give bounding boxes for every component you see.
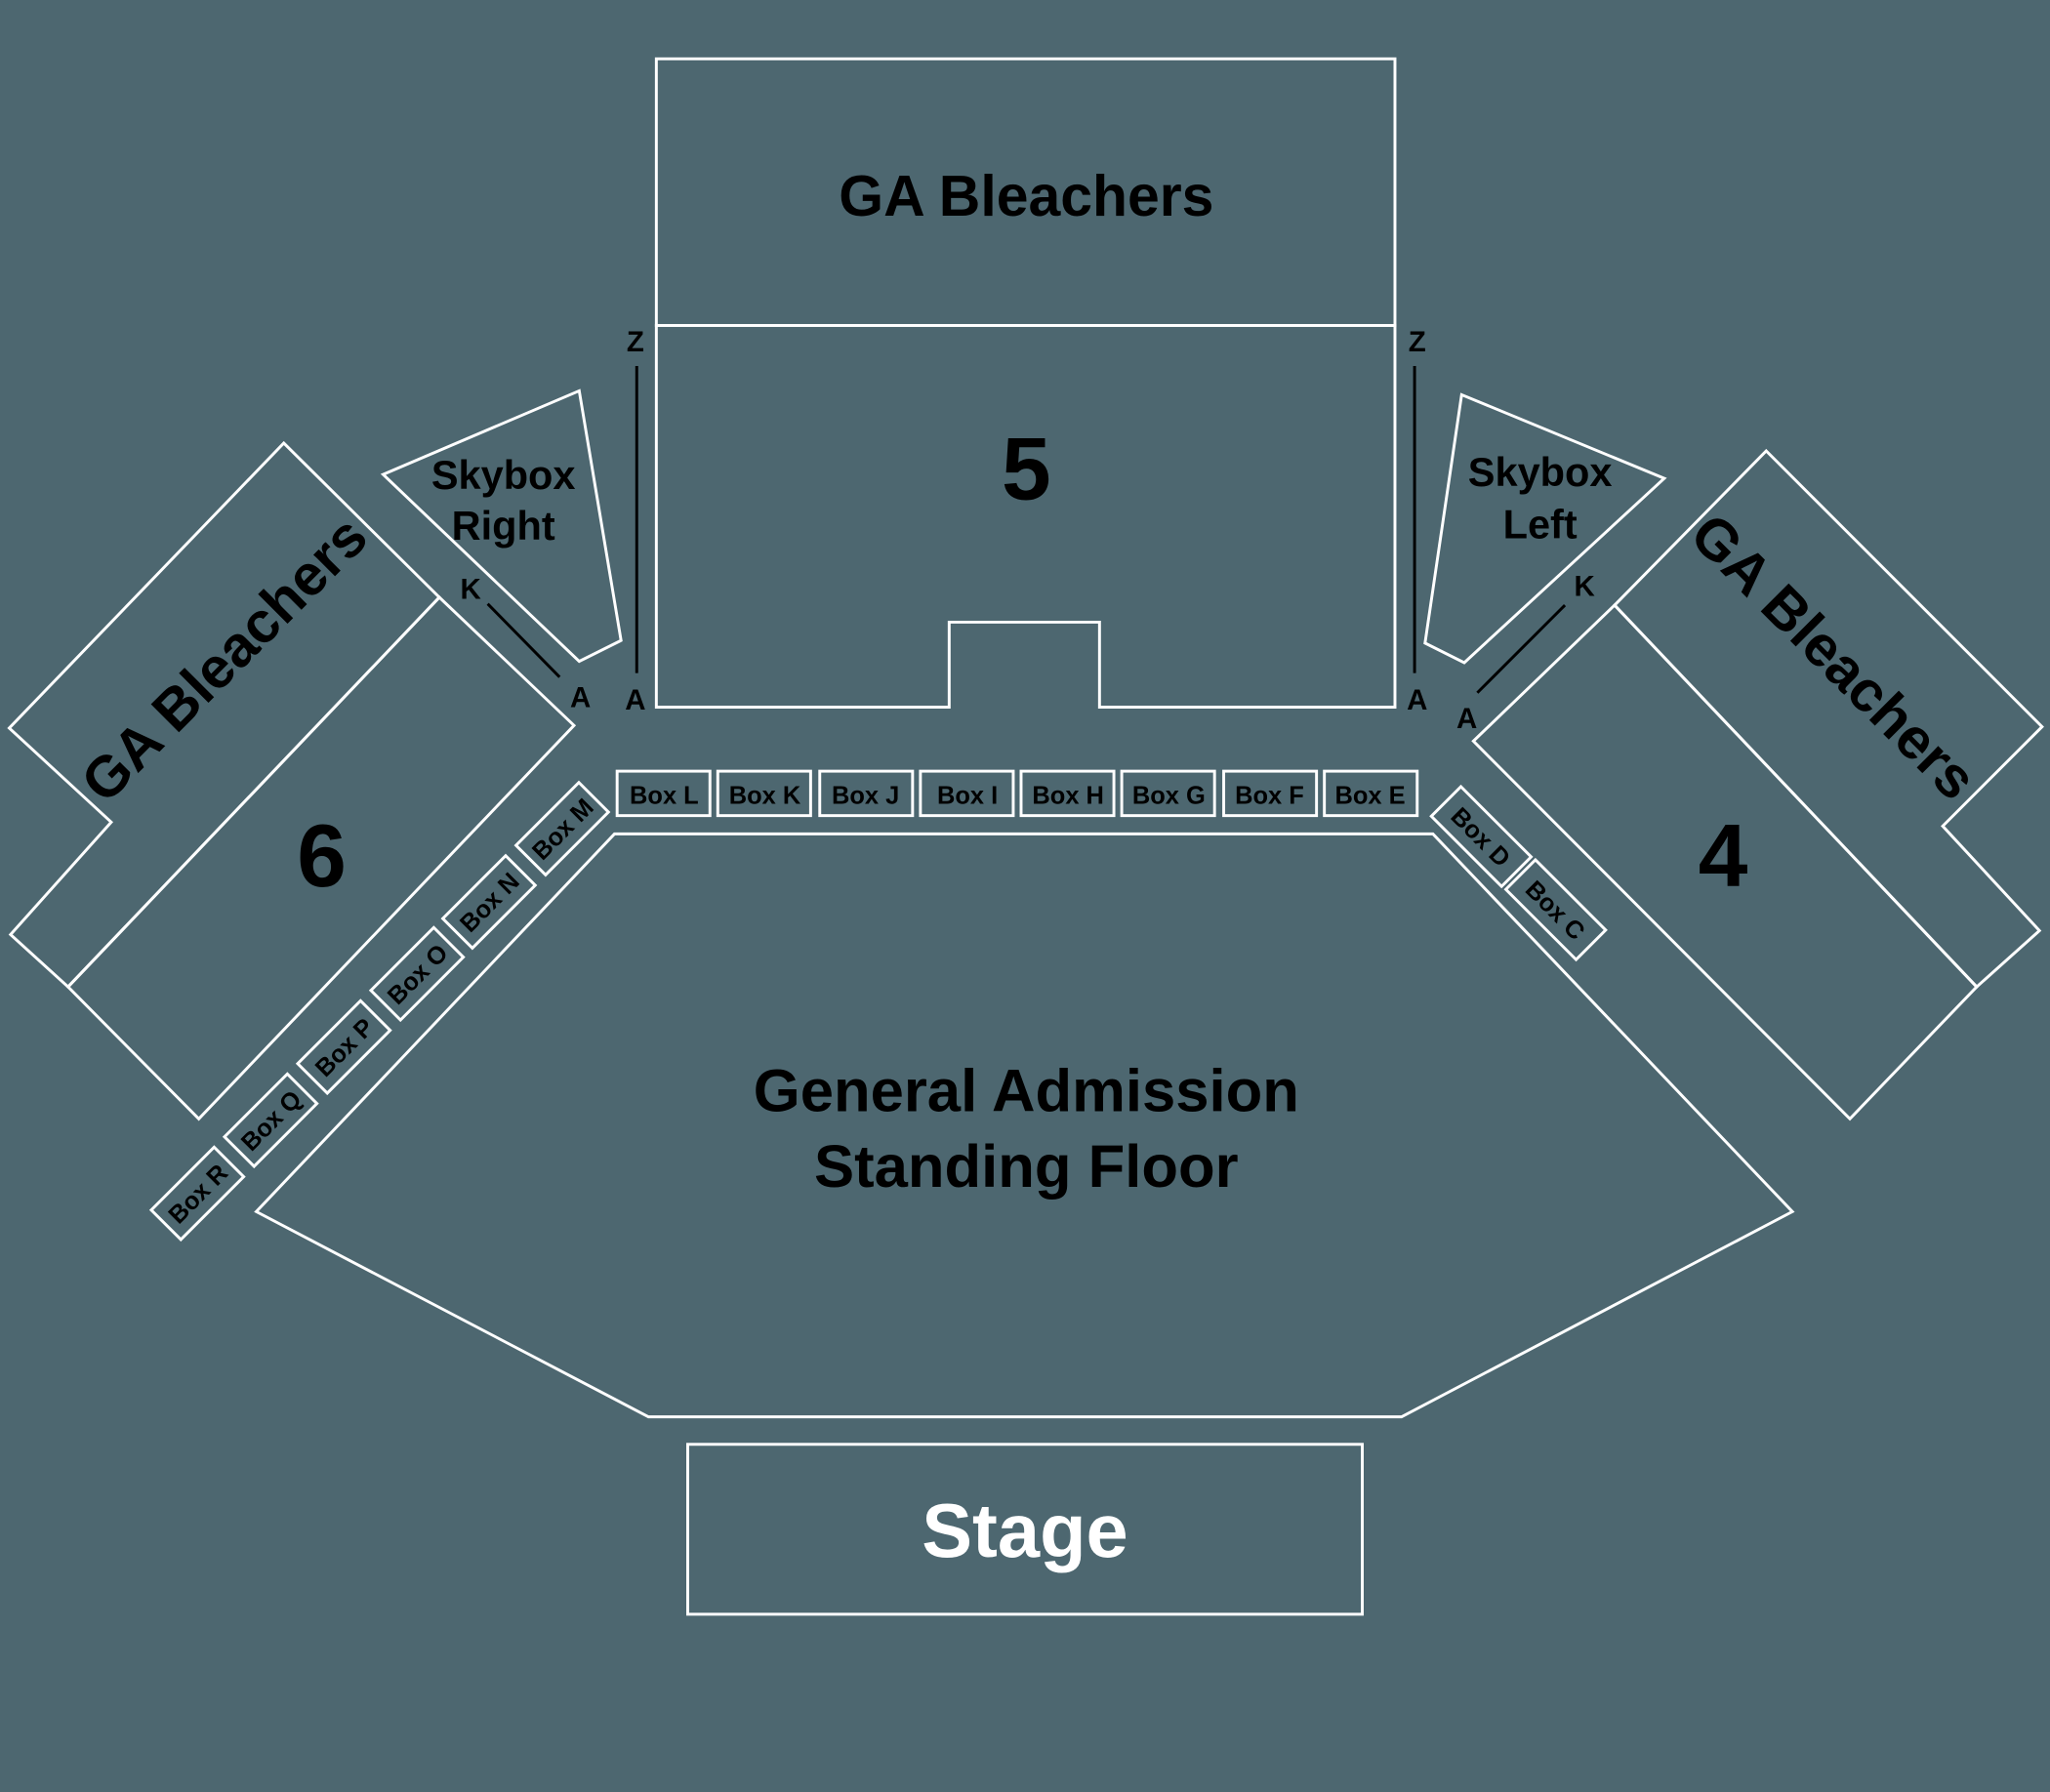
section-ga-bleachers-right[interactable]: GA Bleachers	[1612, 448, 2044, 990]
stage: Stage	[686, 1443, 1364, 1616]
section-skybox-left[interactable]: Skybox Left	[1423, 392, 1667, 665]
row-markers-skybox-right: K A	[461, 573, 592, 713]
svg-text:Left: Left	[1503, 502, 1578, 548]
svg-text:Stage: Stage	[922, 1489, 1128, 1573]
svg-text:Box P: Box P	[310, 1013, 380, 1082]
svg-text:Right: Right	[452, 503, 555, 549]
svg-text:Standing Floor: Standing Floor	[814, 1133, 1239, 1201]
svg-text:Box F: Box F	[1235, 783, 1304, 810]
box-i[interactable]: Box I	[919, 769, 1015, 818]
box-m[interactable]: Box M	[513, 780, 611, 877]
box-d[interactable]: Box D	[1429, 784, 1534, 889]
svg-text:Box R: Box R	[163, 1160, 233, 1230]
svg-text:K: K	[1575, 571, 1595, 603]
boxes-right-row: Box D Box C	[1429, 784, 1608, 962]
svg-text:Box O: Box O	[383, 939, 454, 1010]
svg-text:Skybox: Skybox	[1468, 449, 1613, 495]
boxes-top-row: Box L Box K Box J Box I Box H Box G Box …	[615, 769, 1419, 818]
svg-text:Box G: Box G	[1132, 783, 1206, 810]
svg-text:Box L: Box L	[630, 783, 699, 810]
box-q[interactable]: Box Q	[222, 1072, 319, 1169]
svg-text:A: A	[570, 681, 591, 713]
svg-text:A: A	[1456, 703, 1477, 735]
svg-text:Box K: Box K	[729, 783, 801, 810]
svg-text:GA Bleachers: GA Bleachers	[1678, 502, 1988, 812]
svg-text:Box H: Box H	[1032, 783, 1104, 810]
section-skybox-right[interactable]: Skybox Right	[380, 388, 623, 664]
row-markers-section-5-left: Z A	[625, 326, 645, 716]
boxes-left-row: Box M Box N Box O Box P Box Q Box R	[148, 780, 611, 1242]
box-l[interactable]: Box L	[615, 769, 712, 818]
box-f[interactable]: Box F	[1222, 769, 1319, 818]
svg-text:Box I: Box I	[937, 783, 998, 810]
box-j[interactable]: Box J	[818, 769, 915, 818]
section-ga-bleachers-left[interactable]: GA Bleachers	[7, 440, 442, 990]
svg-text:Z: Z	[627, 326, 644, 358]
svg-text:5: 5	[1002, 421, 1051, 519]
svg-text:Box M: Box M	[527, 794, 599, 866]
section-5[interactable]: 5	[654, 323, 1397, 709]
svg-text:A: A	[625, 684, 645, 716]
box-h[interactable]: Box H	[1019, 769, 1116, 818]
svg-text:Box J: Box J	[832, 783, 899, 810]
box-g[interactable]: Box G	[1120, 769, 1216, 818]
section-4[interactable]: 4	[1471, 602, 1979, 1121]
row-markers-section-5-right: Z A	[1407, 326, 1427, 716]
svg-text:General Admission: General Admission	[754, 1057, 1299, 1124]
svg-text:Skybox: Skybox	[431, 452, 576, 498]
box-e[interactable]: Box E	[1323, 769, 1419, 818]
box-p[interactable]: Box P	[295, 998, 392, 1096]
svg-text:Box E: Box E	[1334, 783, 1405, 810]
section-ga-bleachers-top[interactable]: GA Bleachers	[654, 57, 1397, 327]
svg-text:Box N: Box N	[455, 868, 525, 938]
svg-text:6: 6	[297, 807, 347, 906]
svg-text:K: K	[461, 573, 481, 605]
box-r[interactable]: Box R	[148, 1145, 246, 1242]
section-general-admission-floor[interactable]: General Admission Standing Floor	[254, 832, 1795, 1419]
svg-text:GA Bleachers: GA Bleachers	[69, 505, 380, 815]
svg-text:Box Q: Box Q	[236, 1085, 308, 1157]
box-k[interactable]: Box K	[716, 769, 812, 818]
row-markers-skybox-left: K A	[1456, 571, 1595, 735]
svg-text:GA Bleachers: GA Bleachers	[839, 165, 1213, 228]
svg-text:Z: Z	[1409, 326, 1426, 358]
box-c[interactable]: Box C	[1503, 857, 1608, 962]
section-6[interactable]: 6	[65, 594, 577, 1121]
svg-text:4: 4	[1699, 807, 1748, 906]
svg-text:Box D: Box D	[1446, 802, 1516, 873]
svg-text:A: A	[1407, 684, 1427, 716]
